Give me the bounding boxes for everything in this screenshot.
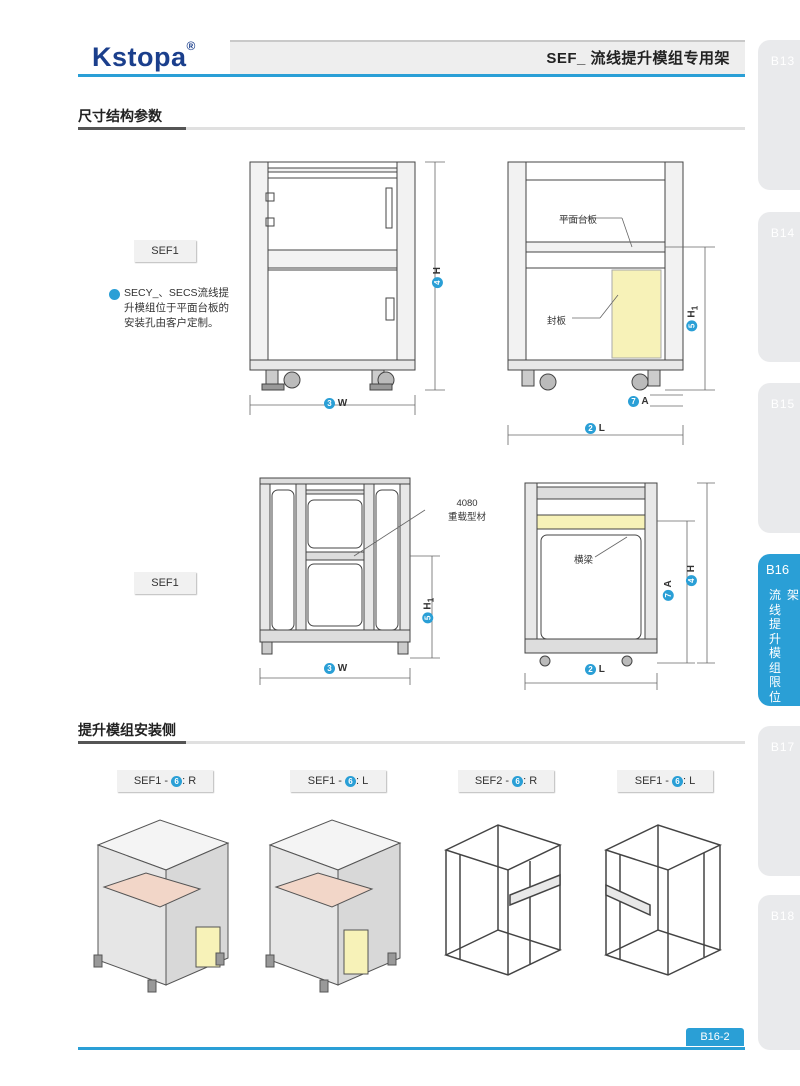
frame-side-drawing	[524, 482, 715, 690]
footer-rule	[78, 1047, 745, 1050]
section-rule	[78, 127, 745, 130]
variant-label-2: SEF1 - 6: L	[290, 770, 386, 792]
header-band	[230, 40, 745, 76]
page-number: B16-2	[686, 1028, 744, 1046]
dim-h1-side: 5 H1	[686, 306, 699, 332]
note-text: SECY_、SECS流线提升模组位于平面台板的安装孔由客户定制。	[124, 287, 230, 329]
dim-h-front: 4 H	[431, 267, 443, 289]
variant-label-3: SEF2 - 6: R	[458, 770, 554, 792]
side-tab-b18[interactable]: B18	[758, 895, 800, 1050]
cabinet-l-render	[265, 819, 402, 993]
dim-w-frame: 3 W	[324, 663, 347, 674]
section-title-install-side: 提升模组安装侧	[78, 722, 176, 738]
brand-logo: Kstopa®	[92, 39, 196, 72]
dim-h-frame: 4 H	[685, 565, 697, 587]
side-tab-b16[interactable]: B16 流线提升模组限位 架	[758, 554, 800, 706]
variant-label-1: SEF1 - 6: R	[117, 770, 213, 792]
model-label-top: SEF1	[134, 240, 196, 262]
callout-platform: 平面台板	[559, 215, 598, 226]
front-view-drawing	[249, 161, 445, 415]
side-tab-b17[interactable]: B17	[758, 726, 800, 876]
dim-a-side: 7 A	[628, 396, 649, 407]
page-title: SEF_ 流线提升模组专用架	[546, 50, 730, 67]
frame-front-drawing	[259, 477, 440, 685]
callout-seal: 封板	[547, 316, 567, 327]
model-label-bottom: SEF1	[134, 572, 196, 594]
dim-a-frame: 7 A	[662, 580, 674, 601]
section-title-dimensions: 尺寸结构参数	[78, 108, 162, 124]
dim-l-side: 2 L	[585, 423, 605, 434]
lightbulb-icon	[109, 289, 120, 300]
dim-l-frame: 2 L	[585, 664, 605, 675]
cabinet-r-render	[93, 819, 230, 993]
variant-label-4: SEF1 - 6: L	[617, 770, 713, 792]
side-tab-b15[interactable]: B15	[758, 383, 800, 533]
header-rule	[78, 74, 745, 77]
dim-h1-frame: 5 H1	[422, 598, 435, 624]
frame-l-render	[603, 824, 723, 976]
dim-w-front: 3 W	[324, 398, 347, 409]
side-tab-b14[interactable]: B14	[758, 212, 800, 362]
frame-r-render	[443, 824, 563, 976]
section-rule	[78, 741, 745, 744]
side-tab-b13[interactable]: B13	[758, 40, 800, 190]
side-view-drawing	[507, 161, 715, 445]
side-tab-code: B16	[766, 562, 790, 577]
callout-beam: 横梁	[574, 555, 594, 566]
